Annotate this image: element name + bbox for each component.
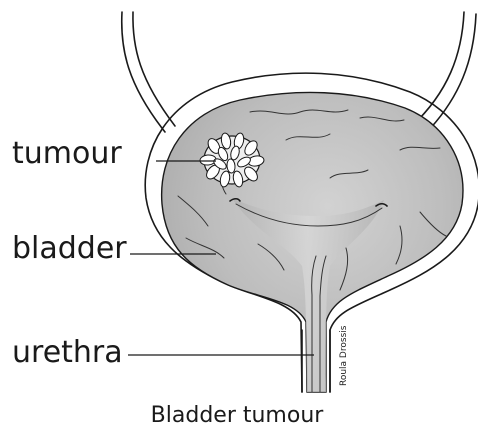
left-ureter xyxy=(122,12,175,132)
figure-caption: Bladder tumour xyxy=(151,403,325,428)
bladder-label: bladder xyxy=(12,231,127,266)
tumour-label: tumour xyxy=(12,136,122,171)
urethra-label: urethra xyxy=(12,335,123,370)
artist-credit: Roula Drossis xyxy=(339,325,349,386)
